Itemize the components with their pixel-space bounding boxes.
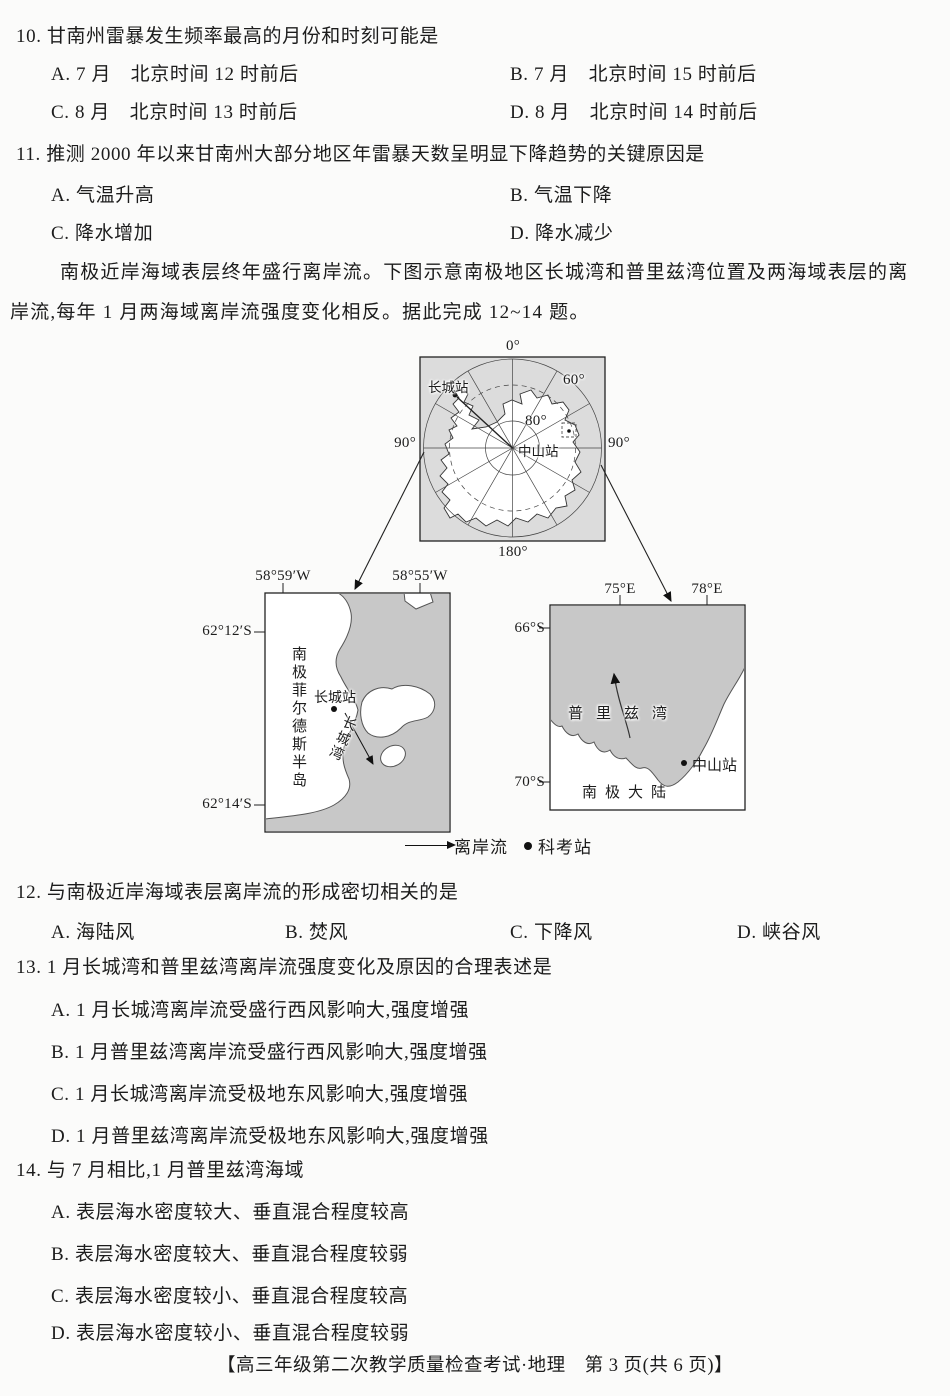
offshore-current-arrow-prydz xyxy=(610,672,631,739)
offshore-current-arrow-icon xyxy=(405,841,456,849)
polar-label-lat80: 80° xyxy=(525,413,547,429)
question-12-stem: 12. 与南极近岸海域表层离岸流的形成密切相关的是 xyxy=(16,882,459,903)
question-10-stem: 10. 甘南州雷暴发生频率最高的月份和时刻可能是 xyxy=(16,26,439,47)
sea-area xyxy=(266,594,449,831)
legend-station-label: 科考站 xyxy=(538,838,592,857)
map-legend: 离岸流 科考站 xyxy=(405,833,592,858)
passage-line-2: 岸流,每年 1 月两海域离岸流强度变化相反。据此完成 12~14 题。 xyxy=(10,302,590,323)
fildes-peninsula-label: 南极菲尔德斯半岛 xyxy=(290,646,306,790)
figure-canvas xyxy=(254,356,746,833)
great-wall-bay-map xyxy=(254,583,451,833)
q10-option-c: C. 8 月 北京时间 13 时前后 xyxy=(51,102,298,123)
q14-option-d: D. 表层海水密度较小、垂直混合程度较弱 xyxy=(51,1323,410,1344)
great-wall-station-label: 长城站 xyxy=(314,691,356,706)
q11-option-a: A. 气温升高 xyxy=(51,185,155,206)
q11-option-b: B. 气温下降 xyxy=(510,185,613,206)
zs-detail-extent-box xyxy=(561,422,577,438)
q12-option-a: A. 海陆风 xyxy=(51,922,135,943)
q14-option-b: B. 表层海水密度较大、垂直混合程度较弱 xyxy=(51,1244,409,1265)
q10-option-d: D. 8 月 北京时间 14 时前后 xyxy=(510,102,758,123)
polar-great-wall-station-label: 长城站 xyxy=(428,380,469,395)
q13-option-c: C. 1 月长城湾离岸流受极地东风影响大,强度增强 xyxy=(51,1084,469,1105)
polar-label-0deg: 0° xyxy=(505,338,521,354)
question-11-stem: 11. 推测 2000 年以来甘南州大部分地区年雷暴天数呈明显下降趋势的关键原因… xyxy=(16,144,705,165)
question-14-stem: 14. 与 7 月相比,1 月普里兹湾海域 xyxy=(16,1160,305,1181)
islet-shape xyxy=(380,744,406,768)
q10-option-a: A. 7 月 北京时间 12 时前后 xyxy=(51,64,299,85)
left-map-lon-58-59w: 58°59′W xyxy=(255,568,311,584)
antarctic-continent-label: 南极大陆 xyxy=(582,785,675,801)
passage-line-1: 南极近岸海域表层终年盛行离岸流。下图示意南极地区长城湾和普里兹湾位置及两海域表层… xyxy=(60,262,909,283)
q11-option-d: D. 降水减少 xyxy=(510,223,614,244)
station-dot-icon xyxy=(452,392,458,398)
polar-label-90e: 90° xyxy=(608,435,630,451)
q14-option-a: A. 表层海水密度较大、垂直混合程度较高 xyxy=(51,1202,410,1223)
right-map-lat-70s: 70°S xyxy=(514,774,545,790)
page-footer: 【高三年级第二次教学质量检查考试·地理 第 3 页(共 6 页)】 xyxy=(217,1356,733,1376)
legend-current-label: 离岸流 xyxy=(454,838,508,857)
station-dot-icon xyxy=(567,429,571,433)
antarctic-continent-shape xyxy=(439,387,582,527)
station-dot-icon xyxy=(331,706,337,712)
q10-option-b: B. 7 月 北京时间 15 时前后 xyxy=(510,64,757,85)
connector-arrow-right xyxy=(600,464,672,602)
polar-label-180deg: 180° xyxy=(498,544,528,560)
q13-option-b: B. 1 月普里兹湾离岸流受盛行西风影响大,强度增强 xyxy=(51,1042,488,1063)
left-map-lat-62-12s: 62°12′S xyxy=(202,623,252,639)
sea-area xyxy=(551,606,744,787)
question-13-stem: 13. 1 月长城湾和普里兹湾离岸流强度变化及原因的合理表述是 xyxy=(16,957,553,978)
q12-option-b: B. 焚风 xyxy=(285,922,349,943)
offshore-current-arrow-gw xyxy=(344,712,374,765)
polar-label-lat60: 60° xyxy=(563,372,585,388)
island-shape xyxy=(360,684,436,738)
zhongshan-station-label: 中山站 xyxy=(692,758,738,774)
corner-island-shape xyxy=(403,594,434,610)
q13-option-d: D. 1 月普里兹湾离岸流受极地东风影响大,强度增强 xyxy=(51,1126,489,1147)
q11-option-c: C. 降水增加 xyxy=(51,223,154,244)
left-map-lat-62-14s: 62°14′S xyxy=(202,796,252,812)
prydz-bay-map xyxy=(539,595,746,811)
polar-map xyxy=(419,356,606,542)
antarctica-figure: 0° 180° 90° 90° 60° 80° 长城站 中山站 58°59′W … xyxy=(0,330,950,865)
q12-option-d: D. 峡谷风 xyxy=(737,922,821,943)
right-map-lat-66s: 66°S xyxy=(514,620,545,636)
polar-zhongshan-station-label: 中山站 xyxy=(518,444,559,459)
prydz-bay-label: 普里兹湾 xyxy=(568,706,681,722)
q13-option-a: A. 1 月长城湾离岸流受盛行西风影响大,强度增强 xyxy=(51,1000,470,1021)
q12-option-c: C. 下降风 xyxy=(510,922,593,943)
left-map-lon-58-55w: 58°55′W xyxy=(392,568,448,584)
gw-station-leader-line xyxy=(456,396,513,449)
station-dot-icon xyxy=(681,760,687,766)
polar-label-90w: 90° xyxy=(394,435,416,451)
connector-arrow-left xyxy=(354,451,425,590)
right-map-lon-75e: 75°E xyxy=(604,581,636,597)
right-map-lon-78e: 78°E xyxy=(691,581,723,597)
station-dot-icon xyxy=(524,841,532,850)
q14-option-c: C. 表层海水密度较小、垂直混合程度较高 xyxy=(51,1286,409,1307)
